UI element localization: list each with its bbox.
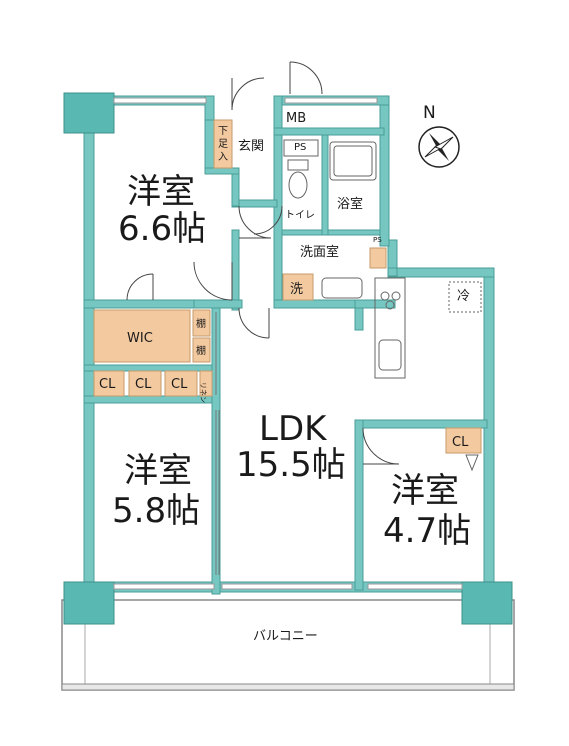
- label-closet-3: CL: [171, 377, 188, 392]
- shoe-storage-char-2: 足: [218, 138, 228, 150]
- room-entrance: 玄関: [238, 139, 264, 154]
- wic-area: [93, 309, 191, 363]
- compass: [418, 126, 460, 168]
- label-closet-2: CL: [135, 377, 152, 392]
- closet-2: [128, 370, 162, 397]
- shoe-storage: [213, 119, 233, 169]
- compass-north-label: N: [423, 103, 436, 123]
- room-western-2-name: 洋室: [124, 451, 192, 491]
- shoe-storage-label: 下 足 入: [218, 126, 228, 163]
- room-labels: N 洋室 6.6帖 洋室 5.8帖 洋室 4.7帖 LDK 15.5帖 玄関 浴…: [99, 103, 471, 644]
- fridge-space: [448, 281, 482, 313]
- door-swings: [126, 61, 400, 465]
- balcony-area: [61, 599, 515, 691]
- label-ps-1: PS: [294, 142, 306, 153]
- kitchen-sink: [378, 339, 402, 371]
- room-ldk-name: LDK: [259, 409, 328, 449]
- linen-area: [199, 370, 213, 397]
- room-ldk-size: 15.5帖: [236, 445, 346, 485]
- shelf-2: [192, 337, 211, 363]
- pillars: [63, 92, 513, 625]
- room-balcony: バルコニー: [253, 629, 318, 644]
- storage-areas: [93, 119, 482, 454]
- label-shelf-2: 棚: [196, 344, 206, 357]
- room-western-2-size: 5.8帖: [112, 491, 200, 531]
- room-washroom: 洗面室: [300, 244, 339, 260]
- washer-area: [282, 273, 314, 301]
- room-toilet: トイレ: [285, 210, 315, 221]
- label-mb: MB: [286, 111, 306, 126]
- label-closet-4: CL: [452, 435, 469, 450]
- shoe-storage-char-1: 下: [218, 126, 228, 137]
- label-linen: リネン: [199, 382, 207, 403]
- windows: [113, 97, 463, 590]
- room-western-1-name: 洋室: [127, 172, 195, 212]
- label-fridge: 冷: [457, 289, 470, 304]
- closet-1: [93, 370, 125, 397]
- room-western-3-size: 4.7帖: [383, 511, 471, 551]
- room-western-1-size: 6.6帖: [118, 209, 206, 249]
- shelf-1: [192, 309, 211, 337]
- sliding-doors: [215, 312, 220, 575]
- room-bath: 浴室: [337, 196, 363, 212]
- room-washer: 洗: [290, 282, 303, 297]
- shoe-storage-char-3: 入: [218, 152, 228, 163]
- room-wic: WIC: [127, 331, 153, 346]
- label-ps-2: PS: [373, 236, 382, 244]
- ps-box-1: [283, 139, 319, 157]
- fixtures: [283, 139, 482, 472]
- closet-4: [445, 427, 482, 454]
- room-western-3-name: 洋室: [391, 471, 459, 511]
- pillar-top-left: [63, 92, 115, 134]
- ps-box-2: [369, 247, 387, 269]
- label-shelf-1: 棚: [196, 317, 206, 330]
- kitchen-counter: [374, 277, 406, 379]
- label-closet-1: CL: [99, 377, 116, 392]
- toilet-bowl: [288, 171, 308, 199]
- bathtub: [329, 141, 377, 181]
- closet-3: [164, 370, 198, 397]
- wash-basin: [321, 277, 363, 299]
- pillar-bottom-left: [63, 581, 115, 625]
- pillar-bottom-right: [461, 581, 513, 625]
